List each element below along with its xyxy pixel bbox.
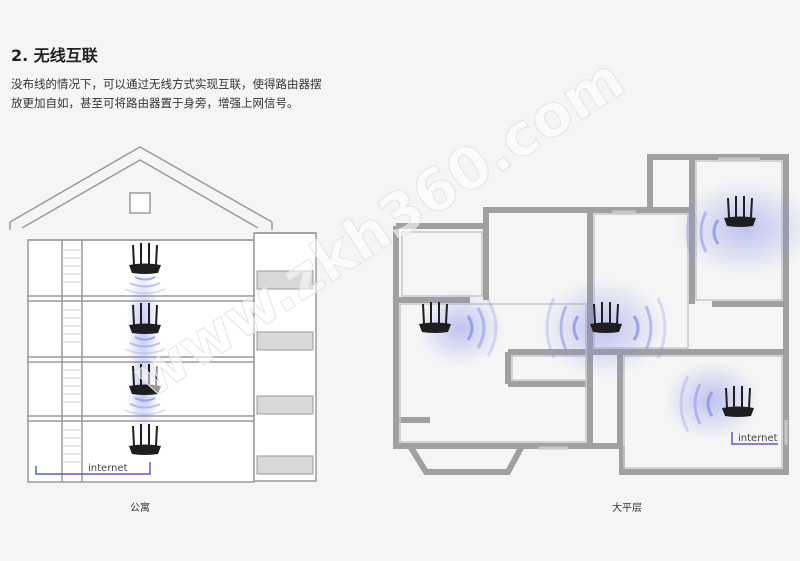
annex-grilles [256, 270, 314, 475]
internet-cable [35, 462, 151, 475]
window-marks [538, 157, 788, 450]
apartment-caption: 公寓 [130, 503, 150, 514]
internet-label: internet [88, 463, 128, 474]
section-title: 2. 无线互联 [11, 46, 98, 65]
internet-cable [731, 432, 778, 445]
stair-ticks [62, 249, 82, 463]
flat-caption: 大平层 [612, 503, 642, 514]
internet-label: internet [738, 433, 778, 444]
section-description: 没布线的情况下，可以通过无线方式实现互联，使得路由器摆放更加自如，甚至可将路由器… [11, 77, 322, 110]
